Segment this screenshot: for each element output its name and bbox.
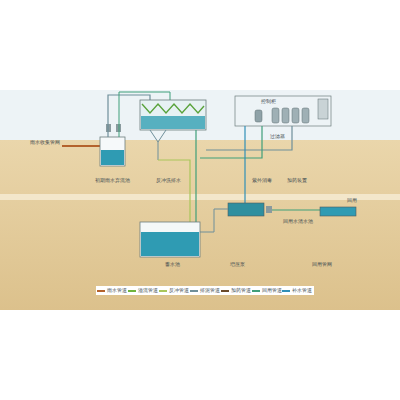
filter-media <box>142 104 204 113</box>
legend-text: 回用管道 <box>262 288 282 293</box>
legend-swatch <box>282 290 290 292</box>
water <box>101 150 124 165</box>
pump <box>266 206 272 213</box>
legend-swatch <box>252 290 260 292</box>
pipe <box>206 126 292 150</box>
legend-item: 溢流管道 <box>128 288 158 293</box>
part-label: 过滤器 <box>270 134 285 140</box>
legend-item: 加药管道 <box>221 288 251 293</box>
pipe <box>272 209 320 210</box>
legend-text: 补水管道 <box>292 288 312 293</box>
part-label: 雨水收集管网 <box>30 140 60 146</box>
part-label: 回用管网 <box>312 262 332 268</box>
legend-item: 回用管道 <box>252 288 282 293</box>
pipe <box>158 142 159 160</box>
pipe <box>158 160 190 222</box>
part-label: 回用 <box>347 198 357 204</box>
part-label: 增压泵 <box>230 262 245 268</box>
legend-item: 排泥管道 <box>190 288 220 293</box>
part-label: 回用水清水池 <box>283 219 313 225</box>
part-label: 紫外消毒 <box>252 178 272 184</box>
legend-swatch <box>128 290 136 292</box>
water <box>141 232 199 256</box>
legend-text: 加药管道 <box>231 288 251 293</box>
pipe <box>244 126 245 203</box>
part-label: 控制柜 <box>261 99 276 105</box>
legend-item: 补水管道 <box>282 288 312 293</box>
legend-text: 排泥管道 <box>200 288 220 293</box>
pipe-frame <box>235 96 331 126</box>
clean-tank <box>228 203 264 216</box>
filter-cylinders <box>272 108 309 123</box>
soil-layer <box>0 194 400 200</box>
storage-tank <box>140 222 200 257</box>
legend-panel: 雨水管道 溢流管道 反冲管道 排泥管道 加药管道 回用管道 补水管道 <box>96 286 314 295</box>
legend-swatch <box>221 290 229 292</box>
part-label: 加药装置 <box>287 178 307 184</box>
legend-text: 反冲管道 <box>169 288 189 293</box>
legend-text: 溢流管道 <box>138 288 158 293</box>
flush-tank <box>100 137 125 166</box>
legend-swatch <box>97 290 105 292</box>
pipe <box>200 209 228 232</box>
inlet-pipe <box>62 145 101 147</box>
pipe <box>195 130 196 222</box>
legend-swatch <box>190 290 198 292</box>
reuse-channel <box>320 207 356 216</box>
legend-item: 雨水管道 <box>97 288 127 293</box>
backwash-pipe <box>150 130 166 142</box>
legend-item: 反冲管道 <box>159 288 189 293</box>
control-cabinet <box>318 99 328 119</box>
part-label: 反冲洗排水 <box>156 178 181 184</box>
legend-text: 雨水管道 <box>107 288 127 293</box>
uv-unit <box>255 110 262 122</box>
water <box>141 116 205 129</box>
legend-swatch <box>159 290 167 292</box>
part-label: 蓄水池 <box>165 262 180 268</box>
part-label: 初期雨水弃流池 <box>95 178 130 184</box>
pipe <box>200 126 262 158</box>
ground <box>0 140 400 310</box>
sky <box>0 90 400 140</box>
filter-tank <box>140 100 206 130</box>
